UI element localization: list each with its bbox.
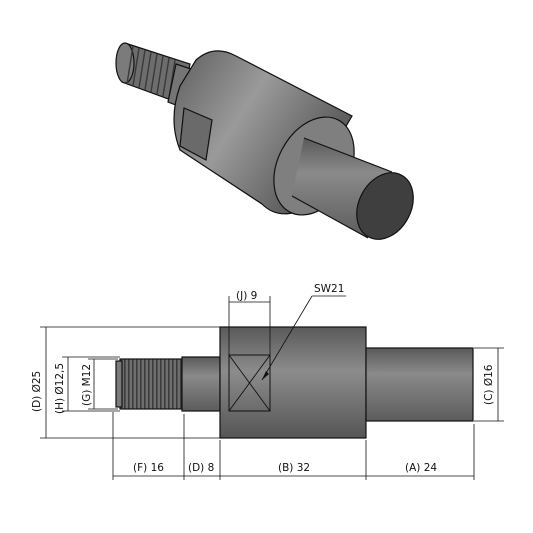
label-dia-neck: (H) Ø12,5 [54,363,66,414]
label-dia-shaft: (C) Ø16 [483,364,495,405]
dimension-lines [40,295,504,480]
label-len-neck: (D) 8 [188,462,214,474]
label-thread: (G) M12 [81,364,93,406]
isometric-part-view [115,42,414,240]
label-len-thread: (F) 16 [133,462,164,474]
label-len-shaft: (A) 24 [405,462,437,474]
side-neck [181,356,221,412]
side-view-part [115,326,474,439]
side-shaft [365,347,474,422]
label-flat-width: (J) 9 [236,290,257,302]
label-dia-collar: (D) Ø25 [31,371,43,412]
iso-shaft-end [356,172,414,240]
label-wrench-size: SW21 [314,283,344,295]
side-wrench-flat [228,354,271,412]
label-len-collar: (B) 32 [278,462,310,474]
iso-wrench-flat [179,107,213,161]
side-thread [119,358,183,410]
side-collar [219,326,367,439]
